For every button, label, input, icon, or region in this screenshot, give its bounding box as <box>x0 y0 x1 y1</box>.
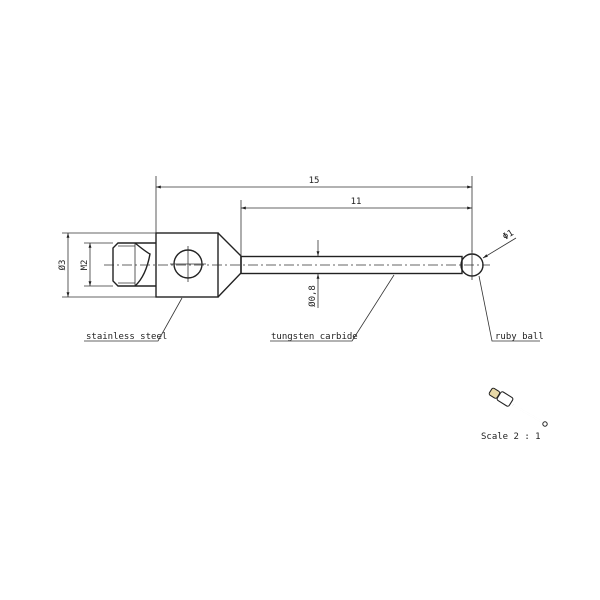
svg-text:Φ1: Φ1 <box>501 228 515 242</box>
svg-text:11: 11 <box>351 197 362 207</box>
dimension-stem-length: 11 <box>240 197 472 256</box>
label-tungsten-carbide: tungsten carbide <box>270 274 395 342</box>
svg-text:ruby ball: ruby ball <box>495 332 544 342</box>
scale-label: Scale 2 : 1 <box>481 432 541 442</box>
dimension-overall: 15 <box>155 176 473 252</box>
label-ruby-ball: ruby ball <box>478 275 544 342</box>
dimension-stem-diameter: Ø0,8 <box>307 240 320 308</box>
svg-text:stainless steel: stainless steel <box>86 332 167 342</box>
dimension-thread: M2 <box>80 242 113 287</box>
svg-text:Ø3: Ø3 <box>57 260 68 271</box>
isometric-preview <box>488 387 548 427</box>
stem <box>240 255 463 275</box>
label-stainless-steel: stainless steel <box>84 297 183 342</box>
svg-text:M2: M2 <box>80 260 90 271</box>
dimension-body-diameter: Ø3 <box>57 232 156 298</box>
svg-text:15: 15 <box>309 176 320 186</box>
stylus-part <box>104 232 490 298</box>
svg-text:tungsten carbide: tungsten carbide <box>271 332 358 342</box>
svg-text:Ø0,8: Ø0,8 <box>307 285 318 307</box>
thread-section <box>112 242 156 287</box>
dimension-ball-diameter: Φ1 <box>482 228 517 259</box>
